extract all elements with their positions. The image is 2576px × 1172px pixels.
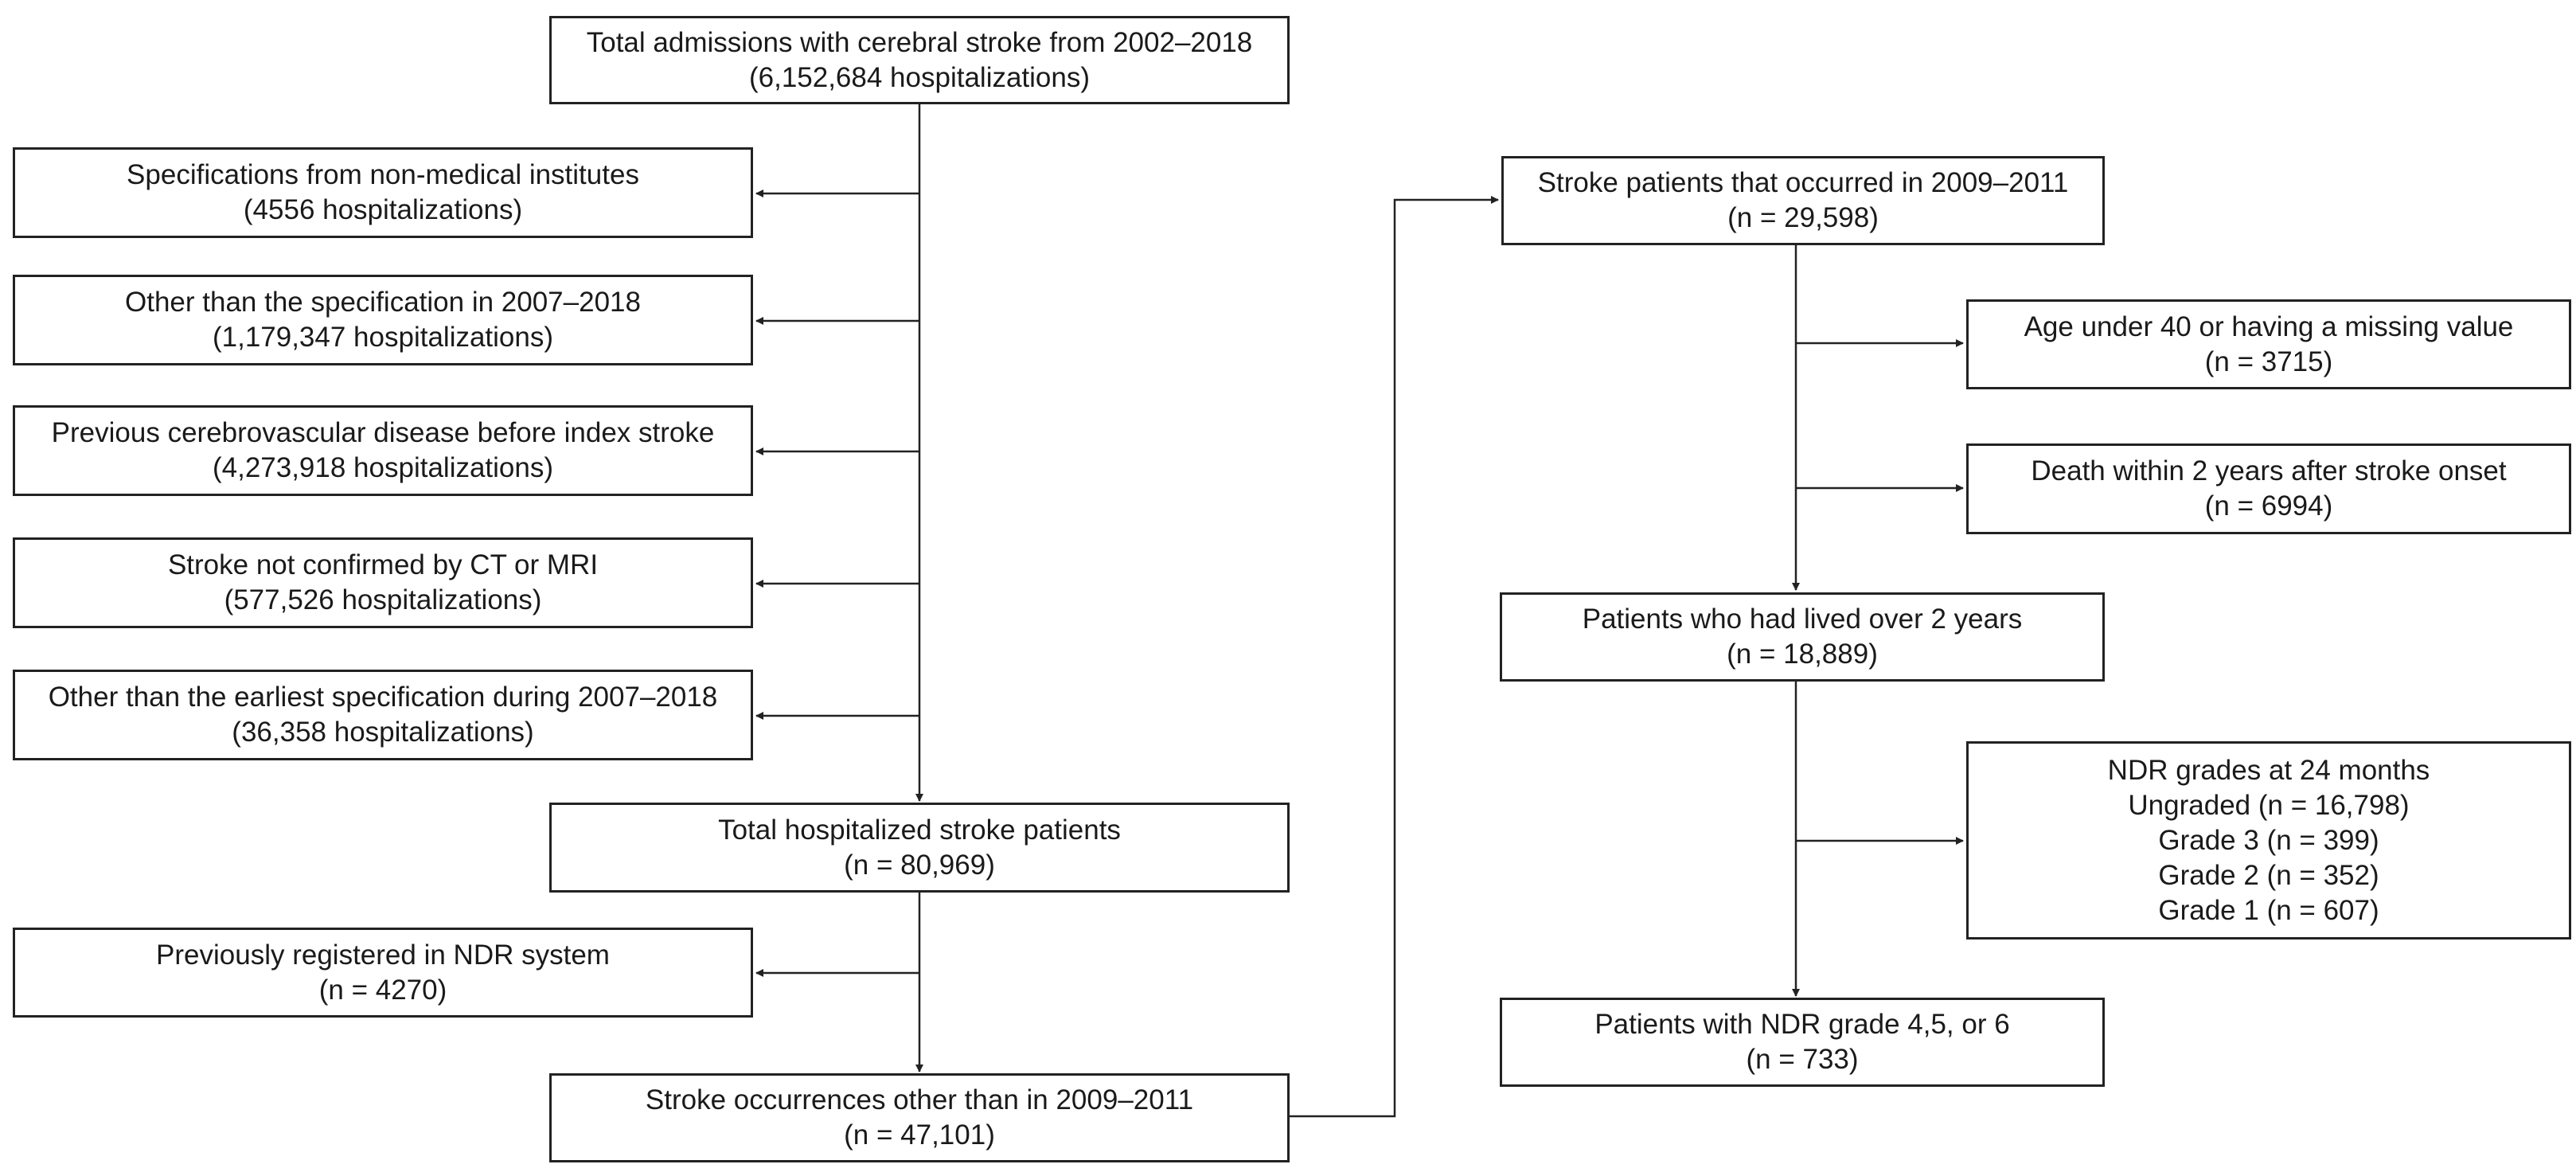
lived-2-years-count: (n = 18,889) [1727,639,1878,670]
exclusion-not-confirmed-box: Stroke not confirmed by CT or MRI (577,5… [13,537,753,628]
total-hospitalized-text: Total hospitalized stroke patients [718,814,1121,846]
connector-to-2009-2011 [1290,196,1499,1118]
stroke-other-years-text: Stroke occurrences other than in 2009–20… [645,1084,1194,1115]
exclusion-other-spec-text: Other than the specification in 2007–201… [125,287,641,318]
exclusion-other-spec-box: Other than the specification in 2007–201… [13,275,753,365]
total-hospitalized-count: (n = 80,969) [844,849,995,881]
ndr-grade-2: Grade 2 (n = 352) [2158,859,2379,891]
exclusion-previous-cvd-box: Previous cerebrovascular disease before … [13,405,753,496]
total-admissions-text: Total admissions with cerebral stroke fr… [586,26,1253,58]
lived-2-years-text: Patients who had lived over 2 years [1582,604,2023,635]
exclusion-not-earliest-box: Other than the earliest specification du… [13,670,753,760]
total-admissions-count: (6,152,684 hospitalizations) [748,61,1091,93]
exclusion-age-text: Age under 40 or having a missing value [2024,311,2514,342]
ndr-grades-title: NDR grades at 24 months [2107,754,2430,786]
stroke-2009-2011-box: Stroke patients that occurred in 2009–20… [1501,156,2105,245]
exclusion-not-confirmed-count: (577,526 hospitalizations) [224,584,542,615]
final-patients-count: (n = 733) [1746,1044,1859,1075]
ndr-grades-box: NDR grades at 24 months Ungraded (n = 16… [1966,741,2571,940]
exclusion-previous-cvd-count: (4,273,918 hospitalizations) [212,452,554,483]
exclusion-non-medical-count: (4556 hospitalizations) [243,194,523,225]
stroke-2009-2011-text: Stroke patients that occurred in 2009–20… [1537,167,2069,198]
final-patients-box: Patients with NDR grade 4,5, or 6 (n = 7… [1500,998,2105,1087]
exclusion-death-count: (n = 6994) [2204,490,2333,522]
stroke-2009-2011-count: (n = 29,598) [1727,202,1879,233]
exclusion-not-earliest-count: (36,358 hospitalizations) [232,717,534,748]
exclusion-previous-cvd-text: Previous cerebrovascular disease before … [51,417,715,448]
final-patients-text: Patients with NDR grade 4,5, or 6 [1594,1009,2010,1040]
stroke-other-years-box: Stroke occurrences other than in 2009–20… [549,1073,1290,1162]
ndr-grade-3: Grade 3 (n = 399) [2158,824,2379,856]
exclusion-age-box: Age under 40 or having a missing value (… [1966,299,2571,389]
ndr-grade-1: Grade 1 (n = 607) [2158,894,2379,926]
stroke-other-years-count: (n = 47,101) [844,1119,995,1151]
total-hospitalized-box: Total hospitalized stroke patients (n = … [549,803,1290,893]
exclusion-death-box: Death within 2 years after stroke onset … [1966,443,2571,534]
exclusion-not-earliest-text: Other than the earliest specification du… [48,682,718,713]
ndr-grade-ungraded: Ungraded (n = 16,798) [2128,789,2410,821]
exclusion-age-count: (n = 3715) [2204,346,2333,377]
exclusion-death-text: Death within 2 years after stroke onset [2031,455,2507,486]
exclusion-not-confirmed-text: Stroke not confirmed by CT or MRI [167,549,599,580]
exclusion-other-spec-count: (1,179,347 hospitalizations) [212,322,554,353]
exclusion-non-medical-box: Specifications from non-medical institut… [13,147,753,238]
exclusion-prev-registered-box: Previously registered in NDR system (n =… [13,928,753,1018]
exclusion-prev-registered-count: (n = 4270) [318,974,447,1006]
exclusion-prev-registered-text: Previously registered in NDR system [156,939,610,971]
total-admissions-box: Total admissions with cerebral stroke fr… [549,16,1290,104]
exclusion-non-medical-text: Specifications from non-medical institut… [127,159,639,190]
lived-2-years-box: Patients who had lived over 2 years (n =… [1500,592,2105,682]
